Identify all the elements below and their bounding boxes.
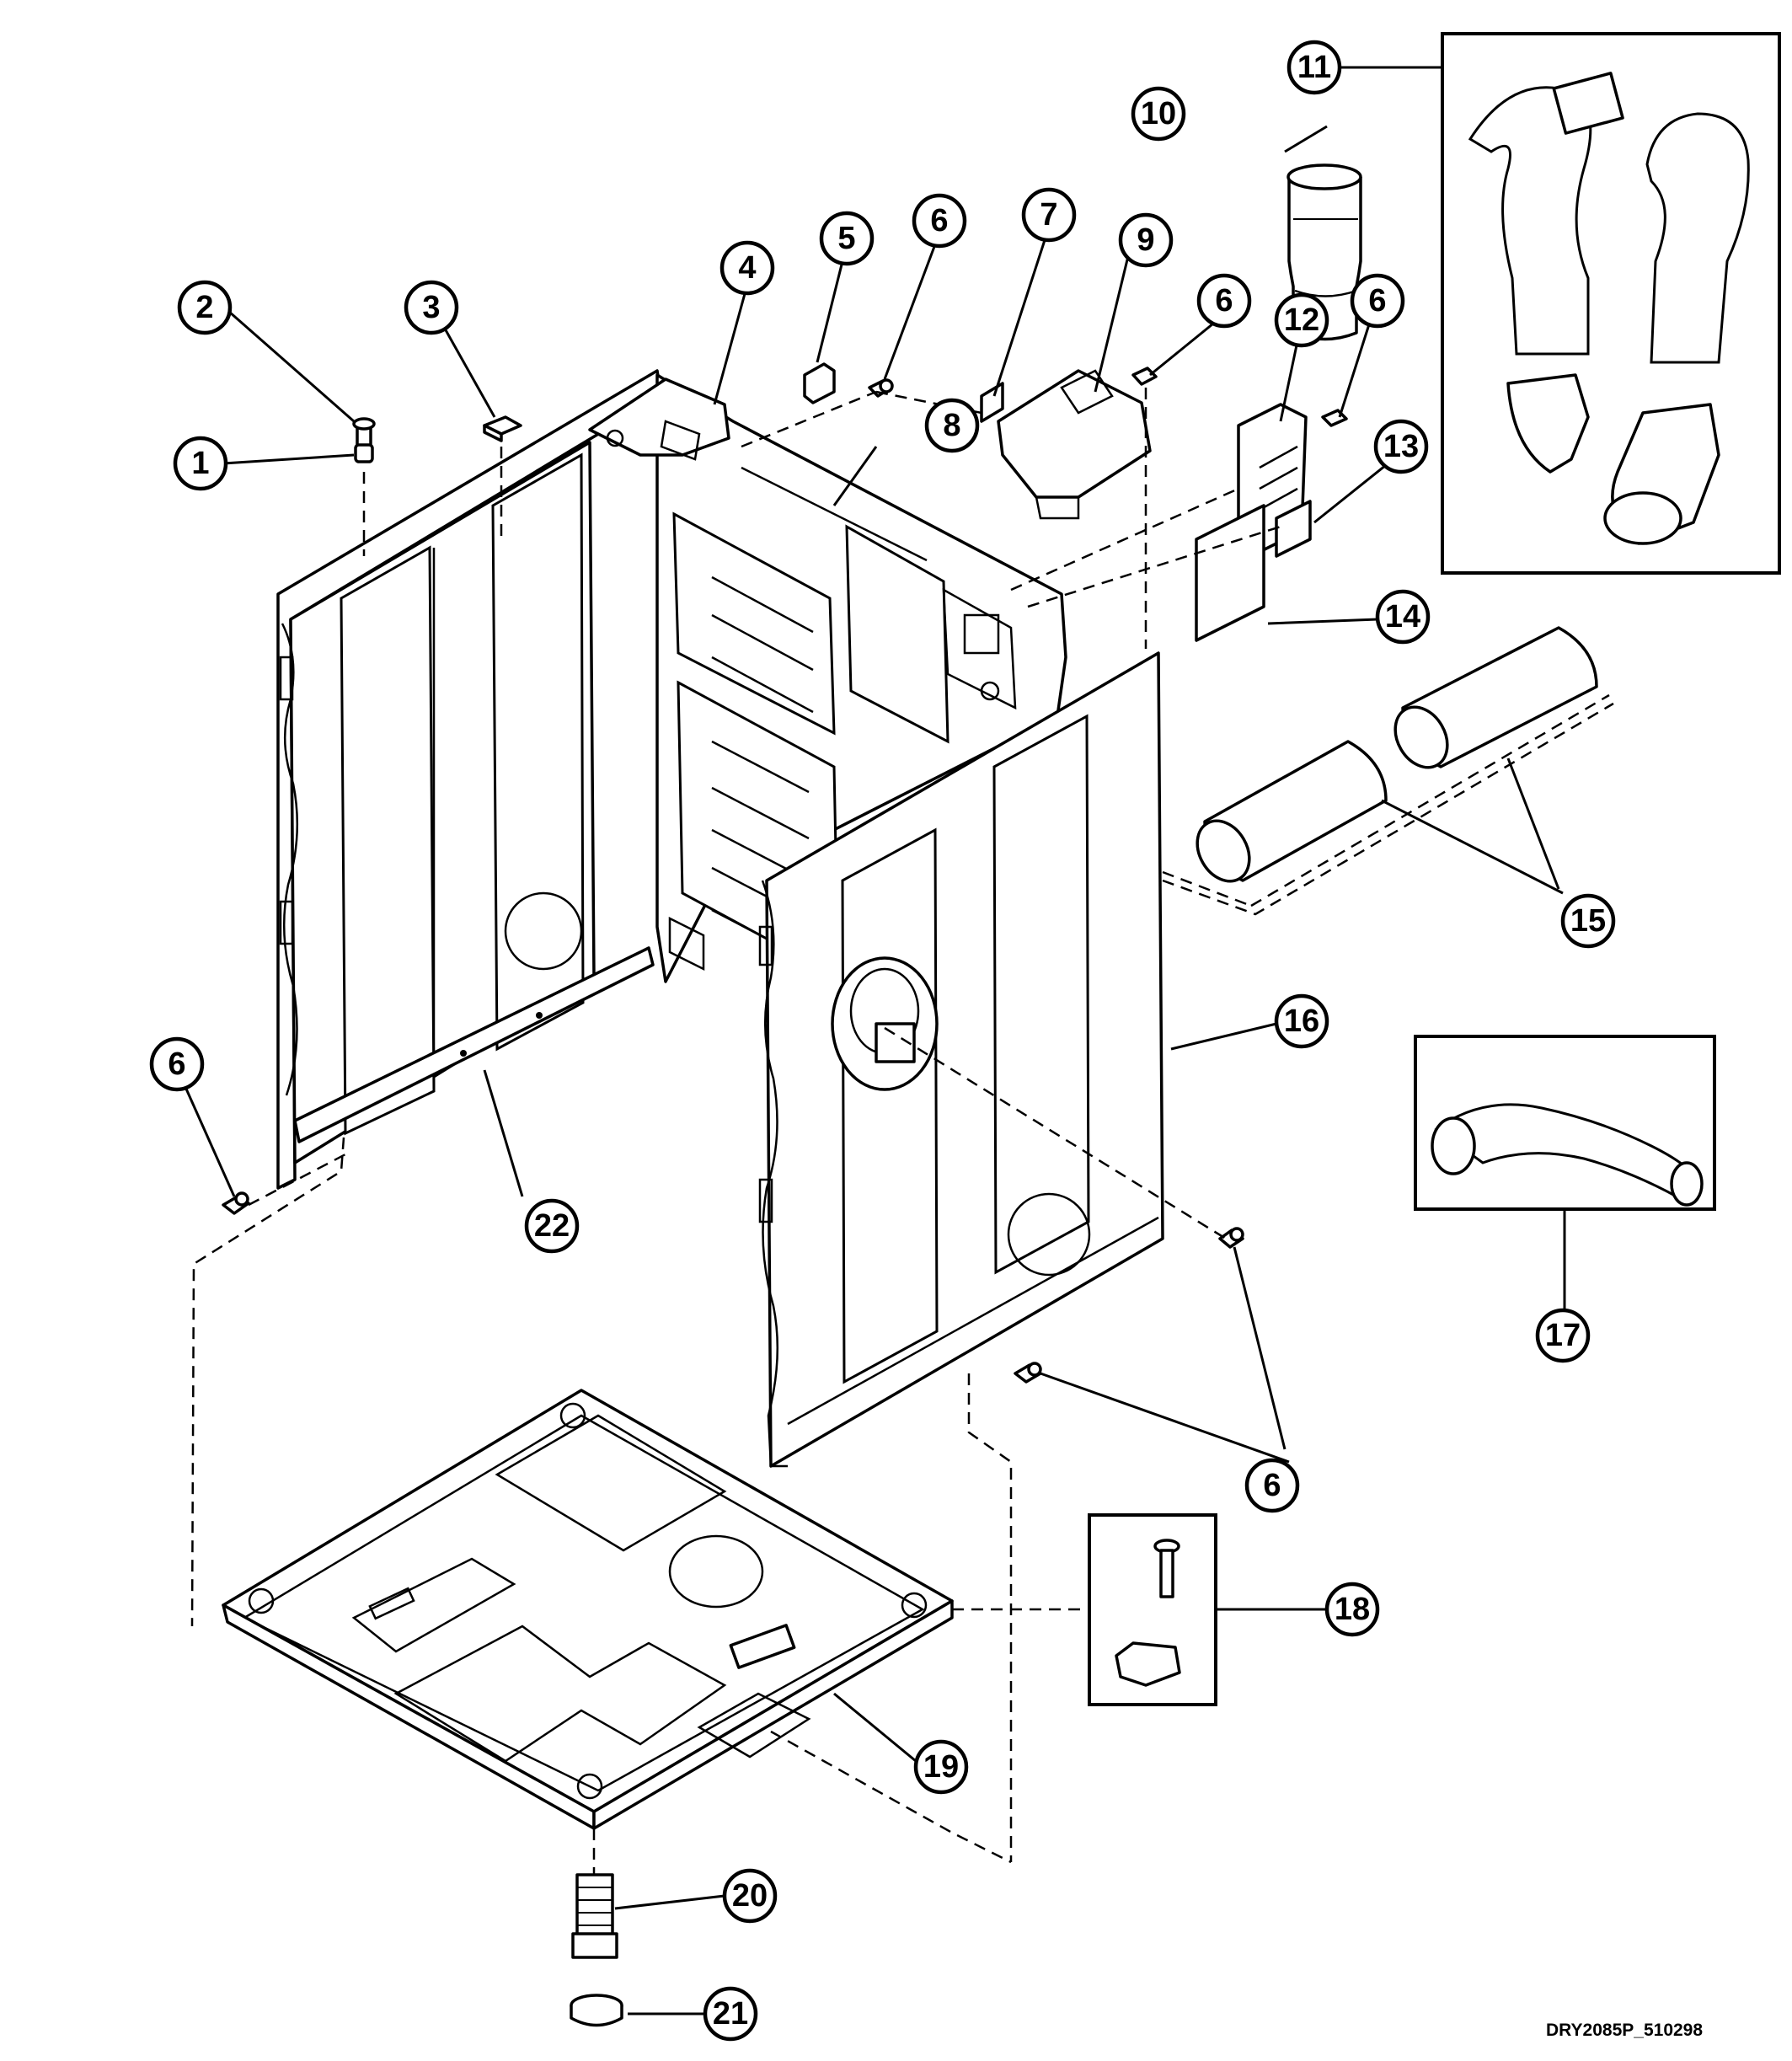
callout-11: 11 (1286, 40, 1342, 95)
screw-6-bottom (1014, 1362, 1042, 1384)
svg-text:14: 14 (1385, 599, 1420, 634)
svg-text:20: 20 (732, 1878, 768, 1914)
callout-8: 8 (924, 398, 980, 453)
callout-10: 10 (1131, 86, 1186, 142)
callout-17: 17 (1535, 1308, 1591, 1363)
svg-text:16: 16 (1284, 1004, 1319, 1039)
screw-6-front (1218, 1227, 1244, 1249)
callout-22: 22 (524, 1198, 580, 1254)
callout-13: 13 (1373, 419, 1429, 474)
svg-text:6: 6 (1263, 1468, 1281, 1503)
pad-14 (1195, 504, 1265, 642)
base-pan (222, 1389, 954, 1830)
svg-text:6: 6 (930, 203, 948, 238)
callout-15: 15 (1560, 893, 1616, 949)
vent-kit-11 (1441, 32, 1781, 575)
callout-6-left: 6 (149, 1036, 205, 1092)
svg-text:6: 6 (168, 1047, 185, 1082)
callout-2: 2 (177, 280, 233, 335)
svg-text:2: 2 (195, 290, 213, 325)
clip-5 (803, 362, 836, 404)
svg-text:17: 17 (1545, 1318, 1581, 1353)
leveling-leg-20 (571, 1873, 618, 1959)
bracket-9 (997, 369, 1152, 520)
callout-6-bracket: 6 (1196, 273, 1252, 329)
svg-text:6: 6 (1215, 283, 1233, 319)
svg-text:7: 7 (1040, 197, 1057, 233)
svg-text:4: 4 (738, 250, 756, 286)
svg-text:9: 9 (1137, 222, 1154, 258)
callout-6-grille: 6 (1350, 273, 1405, 329)
screw-6-left (222, 1191, 250, 1215)
bottom-rail (293, 946, 655, 1143)
pad-7 (980, 382, 1004, 423)
leg-pad-21 (570, 1994, 623, 2027)
svg-text:3: 3 (422, 290, 440, 325)
callouts: 1 2 3 4 5 6 6 6 6 6 7 8 9 10 11 12 13 14… (149, 40, 1616, 2042)
svg-text:1: 1 (191, 446, 209, 481)
assembly-lines (190, 388, 1614, 1875)
callout-16: 16 (1274, 993, 1329, 1049)
callout-21: 21 (703, 1986, 758, 2042)
callout-4: 4 (719, 240, 775, 296)
svg-text:5: 5 (837, 221, 855, 256)
svg-text:15: 15 (1570, 903, 1606, 939)
flex-hose-17 (1414, 1035, 1716, 1211)
callout-20: 20 (722, 1868, 778, 1924)
gasket-13 (1275, 500, 1312, 558)
nut-1 (354, 443, 374, 463)
left-side-panel (276, 369, 663, 1190)
callout-1: 1 (173, 436, 228, 491)
screw-6-grille (1321, 409, 1348, 427)
right-side-panel (758, 651, 1164, 1468)
hardware-kit-18 (1088, 1513, 1217, 1706)
svg-text:8: 8 (943, 408, 960, 443)
callout-3: 3 (404, 280, 459, 335)
exhaust-tubes-15 (1196, 626, 1598, 883)
svg-text:10: 10 (1141, 96, 1176, 131)
callout-7: 7 (1021, 187, 1077, 243)
callout-14: 14 (1375, 589, 1431, 645)
drawing-code: DRY2085P_510298 (1546, 2021, 1704, 2040)
leader-lines (184, 66, 1566, 2015)
callout-6-front: 6 (1244, 1458, 1300, 1513)
svg-text:6: 6 (1368, 283, 1386, 319)
svg-text:19: 19 (923, 1749, 959, 1785)
svg-text:13: 13 (1383, 429, 1419, 464)
svg-text:11: 11 (1297, 50, 1331, 85)
screw-6-bracket (1131, 367, 1158, 386)
svg-text:22: 22 (534, 1208, 570, 1244)
corner-bracket (588, 377, 730, 461)
svg-text:12: 12 (1284, 302, 1319, 338)
callout-19: 19 (913, 1739, 969, 1795)
callout-9: 9 (1118, 212, 1174, 268)
pad-3 (483, 415, 522, 442)
callout-5: 5 (819, 211, 875, 266)
callout-6-top: 6 (912, 193, 967, 249)
svg-text:18: 18 (1335, 1592, 1370, 1627)
callout-12: 12 (1274, 292, 1329, 348)
svg-text:21: 21 (713, 1996, 748, 2032)
callout-18: 18 (1324, 1582, 1380, 1637)
